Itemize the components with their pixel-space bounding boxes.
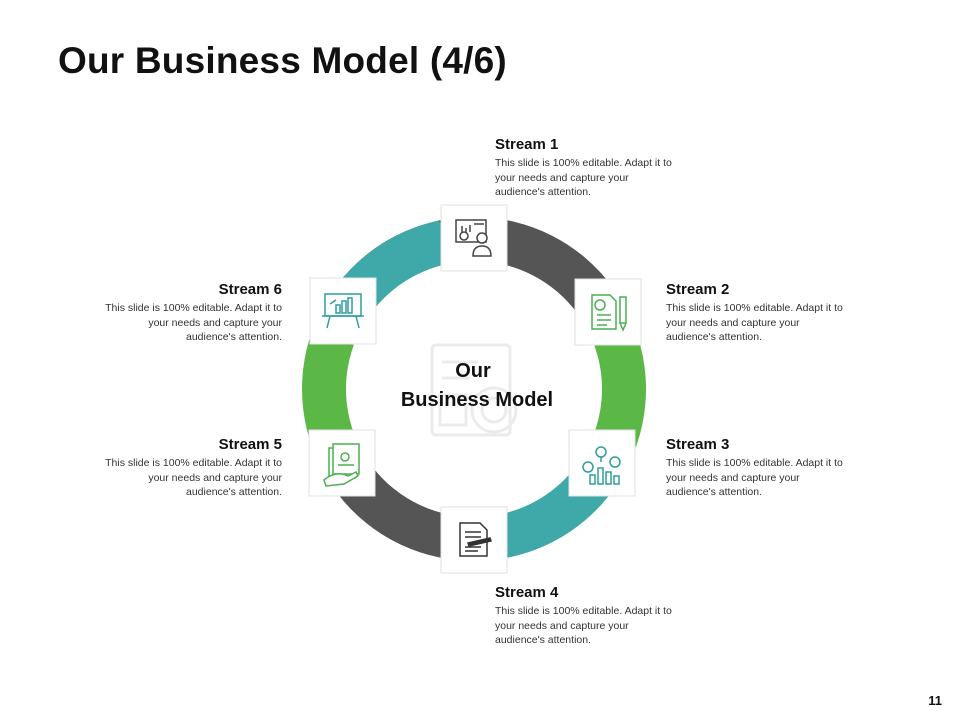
center-title-line2: Business Model bbox=[401, 389, 553, 411]
document-pen-icon bbox=[459, 522, 492, 557]
center-title-line1: Our bbox=[455, 360, 491, 382]
icon-box-stream-1 bbox=[440, 204, 508, 272]
document-pencil-icon bbox=[591, 294, 627, 332]
icon-box-stream-3 bbox=[568, 429, 636, 497]
stream-title: Stream 5 bbox=[218, 436, 282, 453]
stream-1: Stream 1 This slide is 100% editable. Ad… bbox=[495, 136, 681, 200]
dollar-bar-chart-icon bbox=[582, 446, 621, 485]
center-watermark-icon bbox=[430, 343, 518, 437]
stream-title: Stream 4 bbox=[495, 584, 559, 601]
stream-description: This slide is 100% editable. Adapt it to… bbox=[666, 302, 843, 343]
stream-title: Stream 1 bbox=[495, 136, 559, 153]
stream-3: Stream 3 This slide is 100% editable. Ad… bbox=[666, 436, 852, 500]
presenter-dashboard-icon bbox=[455, 219, 492, 257]
stream-6: Stream 6 This slide is 100% editable. Ad… bbox=[96, 281, 282, 345]
stream-2: Stream 2 This slide is 100% editable. Ad… bbox=[666, 281, 852, 345]
stream-5: Stream 5 This slide is 100% editable. Ad… bbox=[96, 436, 282, 500]
stream-title: Stream 3 bbox=[666, 436, 730, 453]
stream-title: Stream 6 bbox=[218, 281, 282, 298]
stream-4: Stream 4 This slide is 100% editable. Ad… bbox=[495, 584, 681, 648]
stream-description: This slide is 100% editable. Adapt it to… bbox=[105, 457, 282, 498]
icon-box-stream-6 bbox=[309, 277, 377, 345]
presentation-board-icon bbox=[322, 293, 364, 329]
stream-description: This slide is 100% editable. Adapt it to… bbox=[666, 457, 843, 498]
stream-description: This slide is 100% editable. Adapt it to… bbox=[495, 157, 672, 198]
page-number: 11 bbox=[928, 693, 942, 708]
stream-description: This slide is 100% editable. Adapt it to… bbox=[495, 605, 672, 646]
hand-report-icon bbox=[323, 443, 360, 487]
icon-box-stream-5 bbox=[308, 429, 376, 497]
icon-box-stream-2 bbox=[574, 278, 642, 346]
icon-box-stream-4 bbox=[440, 506, 508, 574]
stream-title: Stream 2 bbox=[666, 281, 730, 298]
stream-description: This slide is 100% editable. Adapt it to… bbox=[105, 302, 282, 343]
slide-title: Our Business Model (4/6) bbox=[58, 40, 507, 81]
